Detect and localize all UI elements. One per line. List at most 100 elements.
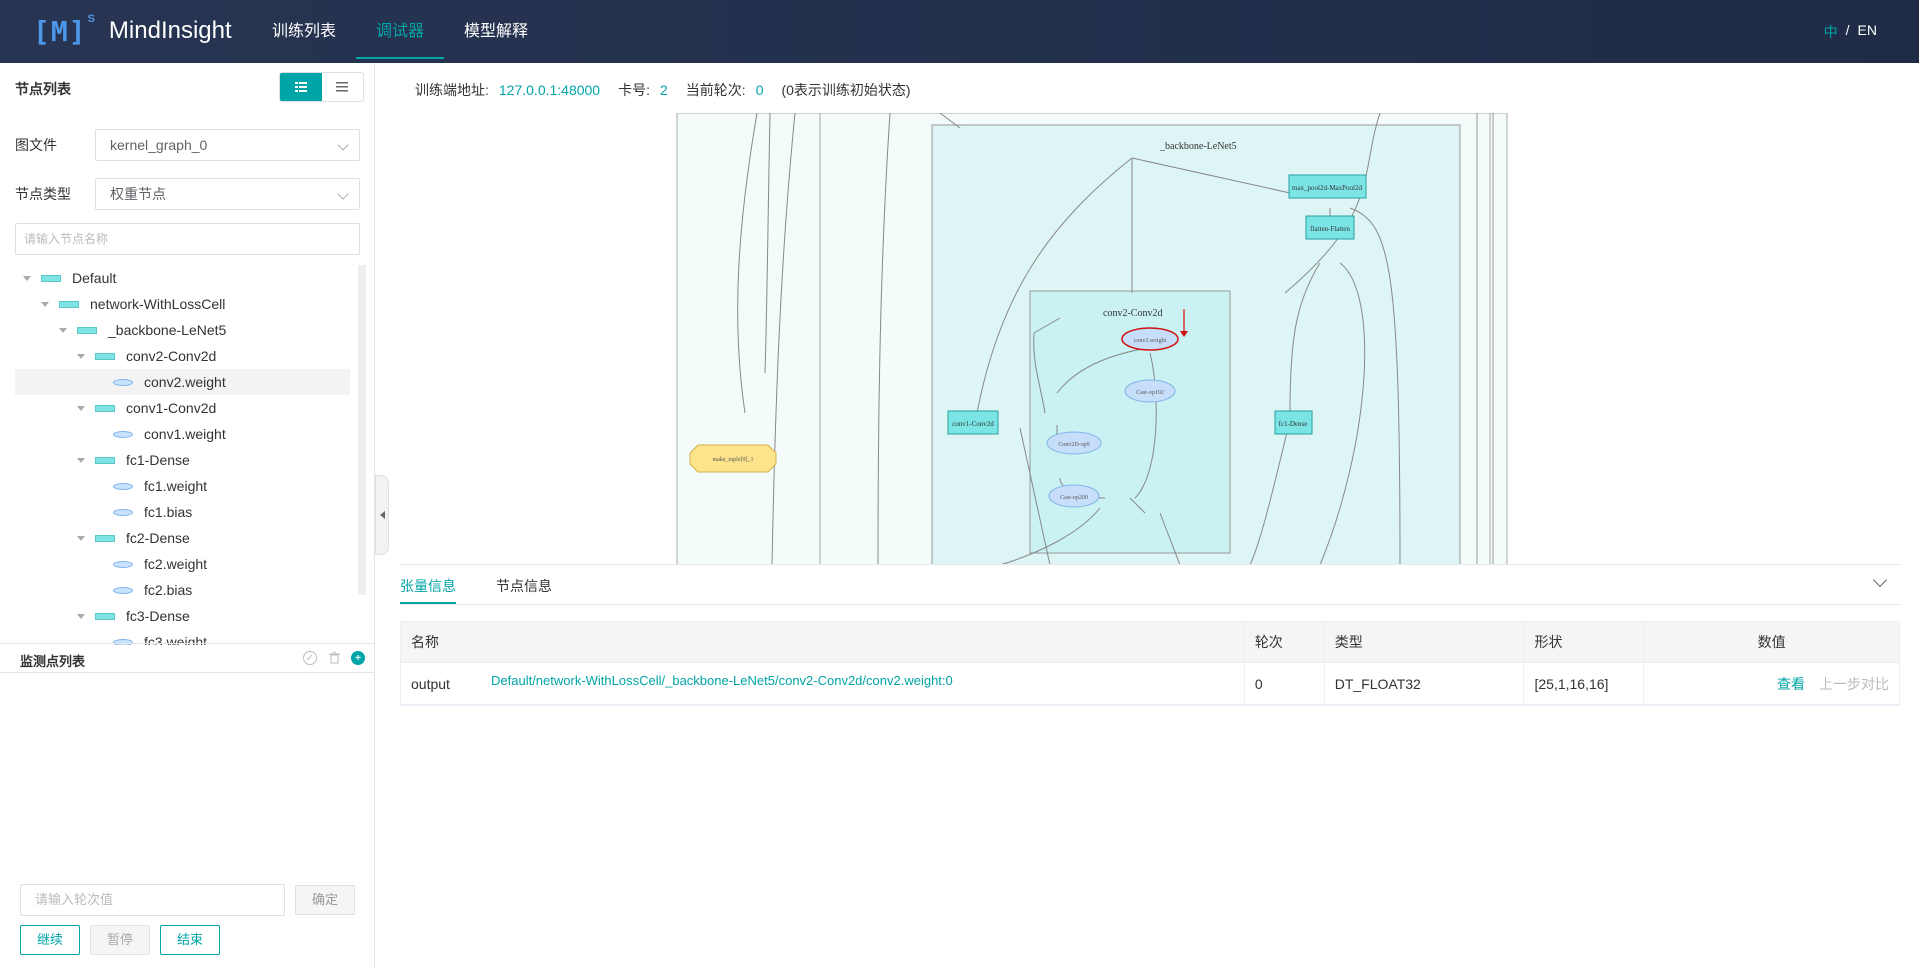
node-list-title: 节点列表 (15, 79, 71, 99)
conv2d-op-node-label: Conv2D-op9 (1058, 442, 1089, 448)
conv2-weight-node-label: conv2.weight (1134, 338, 1167, 344)
expand-caret-icon[interactable] (77, 536, 85, 541)
step-label: 当前轮次: (686, 80, 746, 100)
tree-node-label: fc1-Dense (126, 452, 190, 468)
view-button[interactable]: 查看 (1777, 674, 1805, 694)
node-tree: Default network-WithLossCell _backbone-LeN… (15, 265, 366, 645)
tree-node[interactable]: network-WithLossCell (15, 291, 225, 317)
scope-node-icon (95, 457, 115, 464)
lang-en[interactable]: EN (1858, 22, 1877, 42)
add-watchpoint-icon[interactable]: + (351, 651, 365, 665)
end-button[interactable]: 结束 (160, 925, 220, 955)
header-type: 类型 (1325, 622, 1525, 662)
logo[interactable]: [M] S MindInsight (33, 14, 232, 48)
nav-debugger[interactable]: 调试器 (356, 0, 444, 63)
top-header: [M] S MindInsight 训练列表 调试器 模型解释 中 / EN (0, 0, 1919, 63)
tree-node-label: fc3-Dense (126, 608, 190, 624)
compare-previous-button[interactable]: 上一步对比 (1819, 674, 1889, 694)
node-type-select[interactable]: 权重节点 (95, 178, 360, 210)
graph-file-label: 图文件 (15, 135, 95, 155)
tree-node-label: conv1-Conv2d (126, 400, 216, 416)
header-value: 数值 (1644, 622, 1899, 662)
language-switch: 中 / EN (1824, 22, 1877, 42)
expand-caret-icon[interactable] (77, 406, 85, 411)
tree-node[interactable]: fc2.weight (15, 551, 207, 577)
conv2-scope[interactable] (1030, 291, 1230, 553)
tree-node[interactable]: conv1-Conv2d (15, 395, 216, 421)
nav-model-explain[interactable]: 模型解释 (444, 0, 548, 63)
step-input[interactable]: 请输入轮次值 (20, 884, 285, 916)
tree-node[interactable]: fc3-Dense (15, 603, 190, 629)
tensor-table: 名称 轮次 类型 形状 数值 output Default/network-Wi… (400, 621, 1900, 706)
backbone-label: _backbone-LeNet5 (1159, 141, 1237, 152)
logo-mark: [M] (33, 15, 87, 48)
tree-node-label: fc1.weight (144, 478, 207, 494)
step-note: (0表示训练初始状态) (781, 80, 910, 100)
confirm-button[interactable]: 确定 (295, 885, 355, 915)
card-label: 卡号: (618, 80, 650, 100)
cast2-node-label: Cast-op200 (1060, 495, 1088, 501)
tree-node[interactable]: _backbone-LeNet5 (15, 317, 226, 343)
lang-zh[interactable]: 中 (1824, 22, 1838, 42)
tree-node[interactable]: fc1-Dense (15, 447, 190, 473)
watchpoint-header: 监测点列表 ✓ + (0, 643, 375, 673)
graph-canvas[interactable]: _backbone-LeNet5 conv2-Conv2d (400, 113, 1900, 565)
tree-node-label: Default (72, 270, 116, 286)
expand-caret-icon[interactable] (77, 614, 85, 619)
expand-caret-icon[interactable] (41, 302, 49, 307)
card-value: 2 (660, 82, 668, 98)
maxpool-node-label: max_pool2d-MaxPool2d (1292, 184, 1362, 192)
node-type-label: 节点类型 (15, 184, 95, 204)
expand-caret-icon[interactable] (59, 328, 67, 333)
tree-node[interactable]: conv2-Conv2d (15, 343, 216, 369)
graph-file-select[interactable]: kernel_graph_0 (95, 129, 360, 161)
weight-node-icon (113, 509, 133, 516)
cell-step: 0 (1245, 663, 1325, 704)
header-shape: 形状 (1524, 622, 1644, 662)
continue-button[interactable]: 继续 (20, 925, 80, 955)
trash-icon[interactable] (327, 651, 341, 665)
weight-node-icon (113, 379, 133, 386)
expand-caret-icon[interactable] (23, 276, 31, 281)
node-search-input[interactable]: 请输入节点名称 (15, 223, 360, 255)
tree-node[interactable]: fc1.weight (15, 473, 207, 499)
training-info-bar: 训练端地址: 127.0.0.1:48000 卡号: 2 当前轮次: 0 (0表… (415, 80, 911, 100)
conv2-label: conv2-Conv2d (1103, 308, 1162, 319)
detail-tabs: 张量信息 节点信息 (400, 565, 1900, 605)
weight-node-icon (113, 483, 133, 490)
header-name: 名称 (401, 622, 1245, 662)
tree-node[interactable]: Default (15, 265, 116, 291)
logo-superscript: S (88, 13, 95, 25)
graph-file-row: 图文件 kernel_graph_0 (15, 129, 360, 161)
chevron-left-icon (380, 511, 385, 519)
tree-node[interactable]: fc1.bias (15, 499, 192, 525)
scope-node-icon (95, 353, 115, 360)
tensor-path-link[interactable]: Default/network-WithLossCell/_backbone-L… (491, 673, 953, 688)
tab-tensor-info[interactable]: 张量信息 (400, 576, 456, 596)
list-view-button[interactable] (322, 73, 364, 101)
lang-separator: / (1846, 22, 1850, 42)
nav-train-list[interactable]: 训练列表 (252, 0, 356, 63)
expand-caret-icon[interactable] (77, 354, 85, 359)
tree-node-label: fc2-Dense (126, 530, 190, 546)
scope-node-icon (41, 275, 61, 282)
tree-node-label: conv1.weight (144, 426, 226, 442)
pause-button[interactable]: 暂停 (90, 925, 150, 955)
tree-node-label: fc1.bias (144, 504, 192, 520)
collapse-left-panel-handle[interactable] (375, 475, 389, 555)
cell-value: 查看 上一步对比 (1644, 663, 1899, 704)
tree-node[interactable]: fc2-Dense (15, 525, 190, 551)
tree-view-button[interactable] (280, 73, 322, 101)
tree-node[interactable]: fc2.bias (15, 577, 192, 603)
chevron-down-icon[interactable] (1873, 573, 1887, 587)
tree-node[interactable]: conv2.weight (15, 369, 350, 395)
expand-caret-icon[interactable] (77, 458, 85, 463)
tree-node[interactable]: conv1.weight (15, 421, 226, 447)
active-tab-indicator (400, 602, 456, 604)
tab-node-info[interactable]: 节点信息 (496, 576, 552, 596)
watchpoint-list-title: 监测点列表 (20, 651, 85, 670)
tree-node-label: _backbone-LeNet5 (108, 322, 226, 338)
tree-scrollbar[interactable] (358, 265, 366, 595)
fc1-node-label: fc1-Dense (1279, 420, 1308, 428)
check-icon[interactable]: ✓ (303, 651, 317, 665)
